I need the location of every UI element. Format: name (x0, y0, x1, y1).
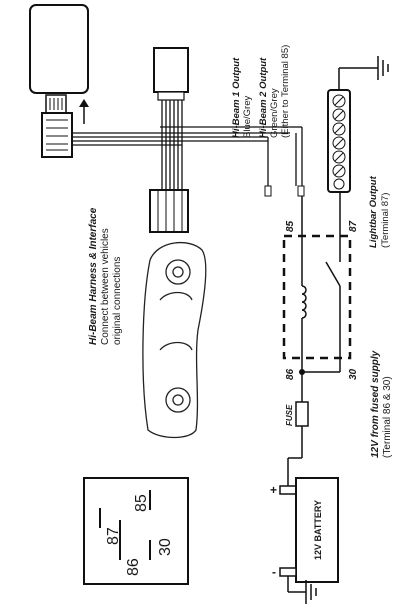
controller-module (29, 4, 89, 158)
hb2-output-note: (Either to Terminal 85) (280, 45, 291, 138)
wire-end-hb2 (297, 185, 305, 197)
harness-title: Hi-Beam Harness & Interface (88, 207, 99, 345)
relay (282, 192, 352, 375)
supply-title: 12V from fused supply (370, 350, 381, 458)
battery-plus: + (270, 483, 277, 497)
fuse (287, 372, 309, 486)
relay-terminal-86: 86 (285, 368, 296, 380)
battery-label: 12V BATTERY (313, 500, 323, 560)
harness-bundle (72, 92, 303, 190)
lightbar (327, 89, 351, 193)
hb1-output-title: Hi-Beam 1 Output (231, 57, 242, 138)
relay-terminal-85: 85 (285, 220, 296, 232)
legend-30: 30 (157, 538, 174, 556)
hb2-output-title: Hi-Beam 2 Output (258, 57, 269, 138)
harness-connector-top (153, 47, 189, 101)
wire-end-hb1 (264, 185, 272, 197)
harness-connector-bottom (149, 189, 189, 233)
legend-85: 85 (133, 494, 150, 512)
harness-line2: original connections (112, 257, 123, 345)
hb1-output-color: Blue/Grey (242, 96, 253, 138)
legend-86: 86 (125, 558, 142, 576)
connect-arrow-icon (79, 99, 89, 124)
fuse-label: FUSE (285, 404, 294, 426)
relay-terminal-87: 87 (348, 220, 359, 232)
hb2-output-color: Green/Grey (269, 88, 280, 138)
car-icon (142, 241, 207, 439)
harness-line1: Connect between vehicles (100, 228, 111, 345)
battery (279, 477, 339, 583)
relay-terminal-30: 30 (348, 368, 359, 380)
lightbar-ground-icon (338, 56, 389, 90)
relay-pin-legend (83, 477, 189, 585)
battery-minus: - (272, 565, 276, 579)
supply-note: (Terminal 86 & 30) (382, 376, 393, 458)
lightbar-output-title: Lightbar Output (368, 175, 379, 248)
battery-ground-icon (287, 576, 317, 604)
legend-87: 87 (105, 527, 122, 545)
lightbar-output-note: (Terminal 87) (380, 193, 391, 248)
